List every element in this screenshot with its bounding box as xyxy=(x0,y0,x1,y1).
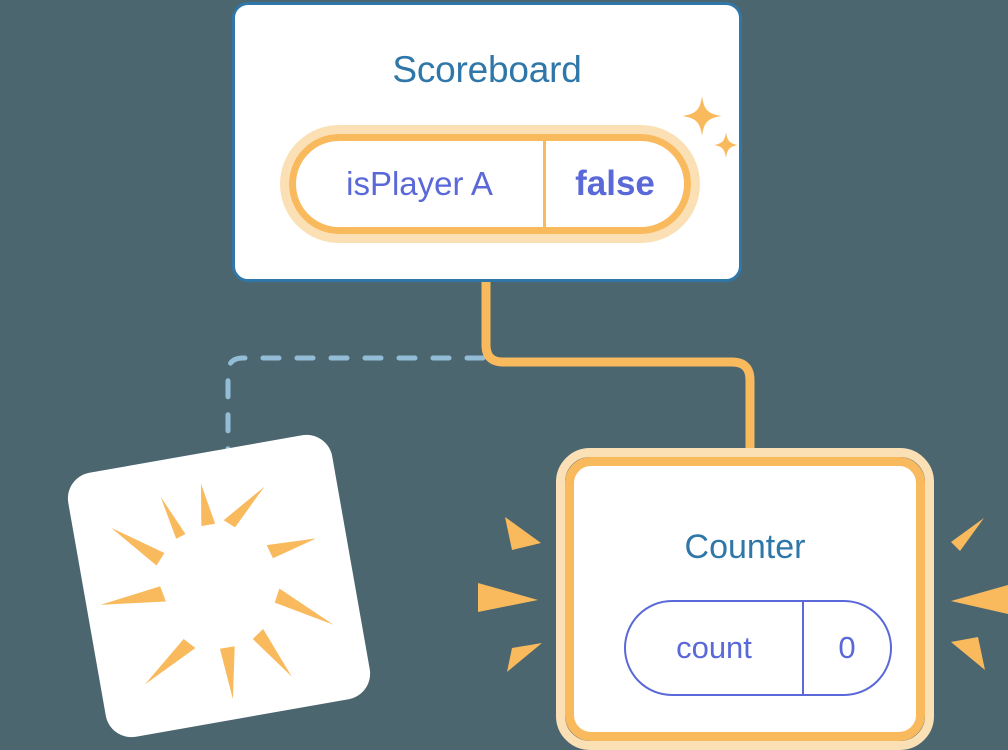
counter-ray-right xyxy=(951,518,984,551)
sparkle-large-icon xyxy=(682,96,722,136)
counter-state-value: 0 xyxy=(838,630,856,665)
counter-ray-right xyxy=(951,637,985,670)
counter-state-key: count xyxy=(676,630,752,665)
counter-ray-right xyxy=(951,585,1008,614)
scoreboard-state-pill-inner: isPlayer A false xyxy=(289,134,691,234)
counter-ray-left xyxy=(507,643,542,672)
scoreboard-state-pill[interactable]: isPlayer A false xyxy=(280,125,700,243)
sparkle-small-icon xyxy=(714,132,738,158)
counter-state-key-cell: count xyxy=(626,602,804,694)
connector-scoreboard-to-blank-card xyxy=(225,355,486,475)
counter-card-inner: Counter count 0 xyxy=(565,457,925,741)
counter-title: Counter xyxy=(684,528,806,566)
scoreboard-state-key: isPlayer A xyxy=(346,165,493,202)
counter-ray-left xyxy=(478,583,538,612)
counter-ray-left xyxy=(505,517,541,550)
scoreboard-state-value-cell: false xyxy=(546,141,684,227)
scoreboard-state-value: false xyxy=(575,164,655,203)
scoreboard-card[interactable]: Scoreboard isPlayer A false xyxy=(232,2,742,282)
sparkle-group xyxy=(682,96,738,158)
counter-state-value-cell: 0 xyxy=(804,602,890,694)
counter-state-pill[interactable]: count 0 xyxy=(624,600,892,696)
scoreboard-title: Scoreboard xyxy=(392,49,582,90)
connector-scoreboard-to-counter xyxy=(481,282,755,462)
scoreboard-state-key-cell: isPlayer A xyxy=(296,141,546,227)
counter-card[interactable]: Counter count 0 xyxy=(556,448,934,750)
